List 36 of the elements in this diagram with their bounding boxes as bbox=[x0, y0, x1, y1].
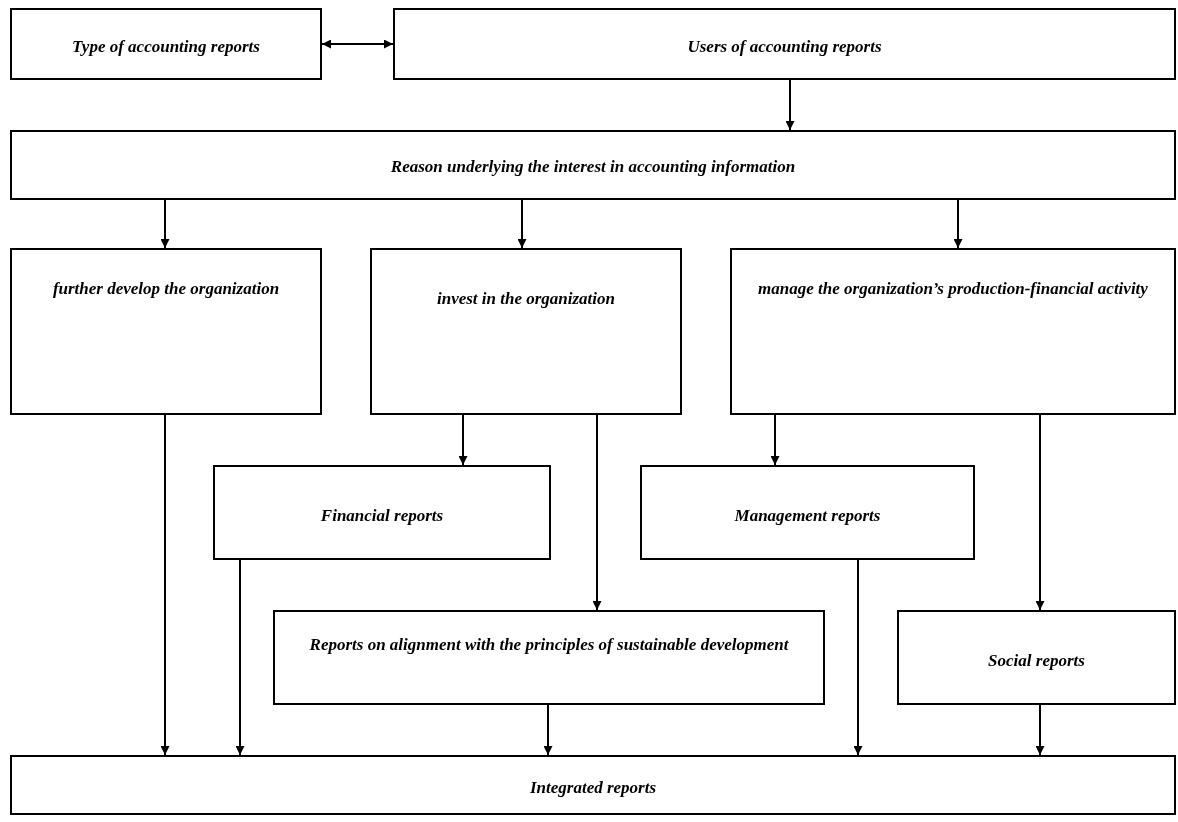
box-label: Users of accounting reports bbox=[687, 36, 882, 58]
arrow bbox=[235, 559, 245, 756]
box-label: Social reports bbox=[988, 650, 1085, 672]
arrow bbox=[592, 414, 602, 611]
process-box bbox=[10, 248, 322, 415]
process-box bbox=[393, 8, 1176, 80]
box-label: manage the organization’s production-financial activity bbox=[758, 278, 1148, 300]
arrow bbox=[770, 414, 780, 466]
process-box bbox=[370, 248, 682, 415]
process-box bbox=[10, 755, 1176, 815]
process-box bbox=[730, 248, 1176, 415]
arrow bbox=[321, 39, 394, 49]
arrow bbox=[160, 414, 170, 756]
process-box bbox=[10, 130, 1176, 200]
box-label: further develop the organization bbox=[52, 278, 280, 300]
arrow bbox=[458, 414, 468, 466]
process-box bbox=[213, 465, 551, 560]
box-label: Reason underlying the interest in accounting information bbox=[390, 156, 796, 178]
process-box bbox=[897, 610, 1176, 705]
box-label: Financial reports bbox=[320, 505, 444, 527]
arrow bbox=[517, 199, 527, 249]
process-box bbox=[10, 8, 322, 80]
process-box bbox=[640, 465, 975, 560]
arrow bbox=[1035, 704, 1045, 756]
box-label: Type of accounting reports bbox=[72, 36, 260, 58]
box-label: Management reports bbox=[734, 505, 881, 527]
arrow bbox=[853, 559, 863, 756]
box-label: invest in the organization bbox=[436, 288, 616, 310]
arrow bbox=[953, 199, 963, 249]
arrow bbox=[543, 704, 553, 756]
arrow bbox=[785, 79, 795, 131]
box-label: Reports on alignment with the principles of sustainable development bbox=[309, 634, 789, 656]
process-box bbox=[273, 610, 825, 705]
arrow bbox=[1035, 414, 1045, 611]
box-label: Integrated reports bbox=[529, 777, 657, 799]
arrow bbox=[160, 199, 170, 249]
